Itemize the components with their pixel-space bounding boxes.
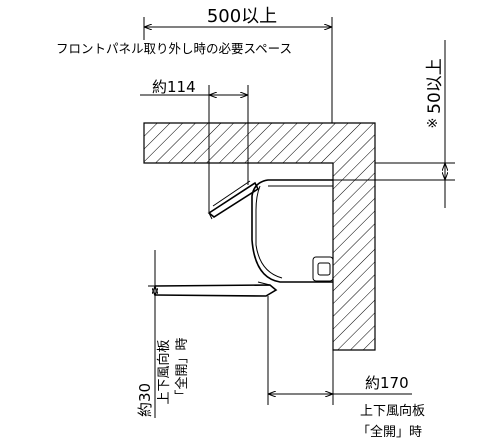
dimension-bottom-clearance-label: 約30	[136, 383, 154, 417]
indoor-unit	[251, 179, 334, 283]
dimension-front-clearance-label: 約114	[152, 78, 196, 96]
louver-open	[154, 284, 278, 297]
dimension-top-clearance-label: 50以上	[425, 58, 445, 114]
louver-note-right-line2: 「全開」時	[357, 424, 422, 440]
dimension-front-clearance	[140, 85, 249, 212]
dimension-bottom-clearance	[148, 250, 165, 418]
front-panel-open	[207, 180, 260, 220]
louver-note-right-line1: 上下風向板	[360, 403, 425, 419]
dimension-top-width	[143, 17, 333, 123]
ceiling-and-wall-hatched	[143, 122, 376, 351]
dimension-side-depth-label: 約170	[365, 374, 409, 392]
front-panel-note: フロントパネル取り外し時の必要スペース	[56, 41, 292, 56]
dimension-top-clearance	[333, 40, 455, 208]
louver-note-left-line1: 上下風向板	[156, 339, 172, 404]
dimension-side-depth	[267, 296, 412, 405]
dimension-top-clearance-mark: ※	[426, 118, 441, 129]
dimension-top-width-label: 500以上	[207, 6, 277, 27]
louver-note-left-line2: 「全開」時	[174, 337, 190, 402]
